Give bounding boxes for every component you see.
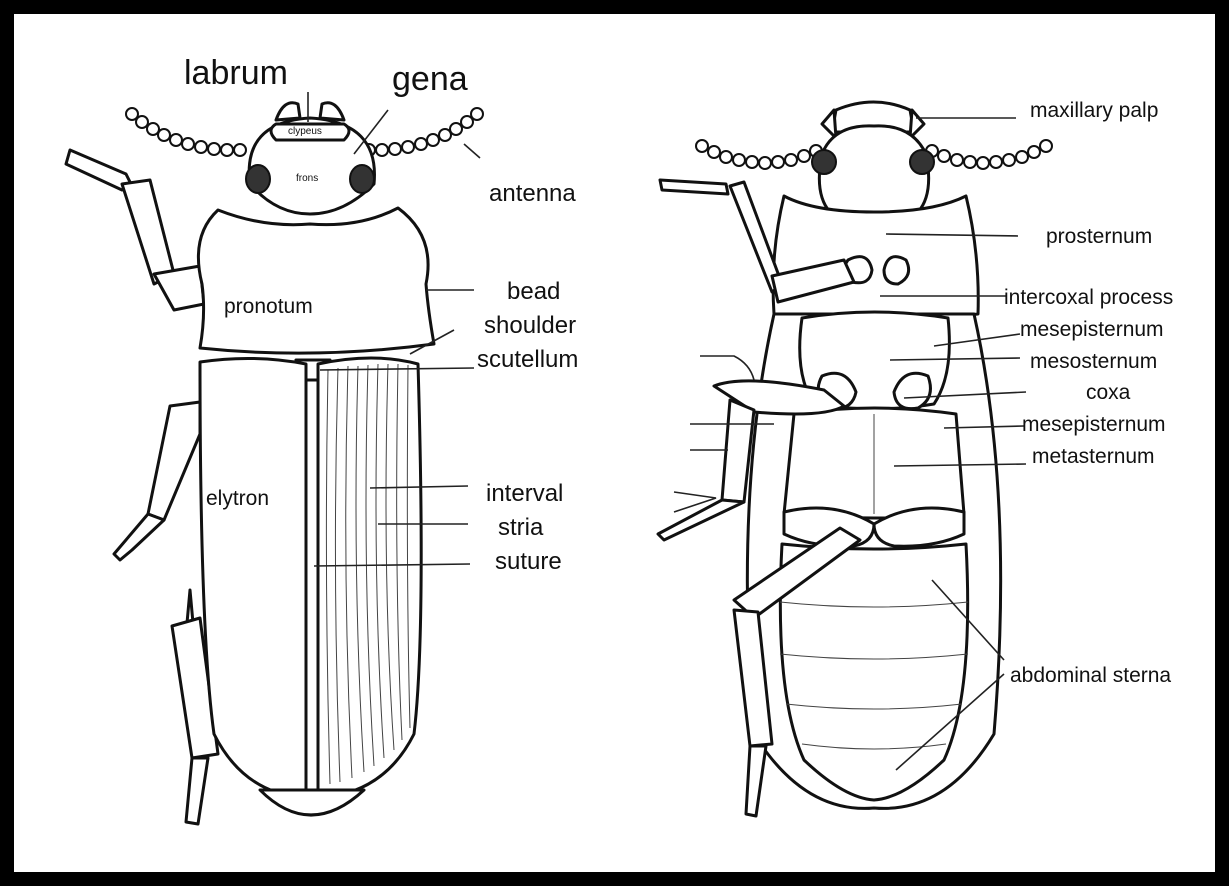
label-clypeus: clypeus bbox=[288, 127, 322, 137]
label-metasternum: metasternum bbox=[1032, 446, 1155, 467]
right-elytron bbox=[318, 358, 421, 798]
dorsal-beetle bbox=[66, 103, 483, 824]
label-antenna: antenna bbox=[489, 182, 576, 206]
label-mesosternum: mesosternum bbox=[1030, 351, 1157, 372]
label-interval: interval bbox=[486, 482, 563, 506]
label-maxillary-palp: maxillary palp bbox=[1030, 100, 1158, 121]
label-frons: frons bbox=[296, 174, 318, 184]
pronotum-plate bbox=[198, 208, 434, 353]
label-abdominal-sterna: abdominal sterna bbox=[1010, 665, 1171, 686]
label-gena: gena bbox=[392, 62, 468, 96]
label-scutellum: scutellum bbox=[477, 348, 578, 372]
left-eye bbox=[246, 165, 270, 193]
label-intercoxal-process: intercoxal process bbox=[1004, 287, 1173, 308]
label-pronotum: pronotum bbox=[224, 296, 313, 317]
right-eye bbox=[350, 165, 374, 193]
label-shoulder: shoulder bbox=[484, 314, 576, 338]
label-mesepisternum-1: mesepisternum bbox=[1020, 319, 1164, 340]
left-elytron bbox=[200, 358, 306, 798]
label-bead: bead bbox=[507, 280, 560, 304]
label-prosternum: prosternum bbox=[1046, 226, 1152, 247]
label-suture: suture bbox=[495, 550, 562, 574]
prothorax bbox=[773, 196, 978, 320]
ventral-beetle bbox=[658, 102, 1052, 816]
abdomen bbox=[780, 544, 967, 800]
label-stria: stria bbox=[498, 516, 543, 540]
beetle-drawings bbox=[14, 14, 1215, 872]
label-mesepisternum-2: mesepisternum bbox=[1022, 414, 1166, 435]
label-elytron: elytron bbox=[206, 488, 269, 509]
label-coxa: coxa bbox=[1086, 382, 1130, 403]
label-labrum: labrum bbox=[184, 56, 288, 90]
diagram-panel: labrum gena clypeus frons antenna pronot… bbox=[14, 14, 1215, 872]
